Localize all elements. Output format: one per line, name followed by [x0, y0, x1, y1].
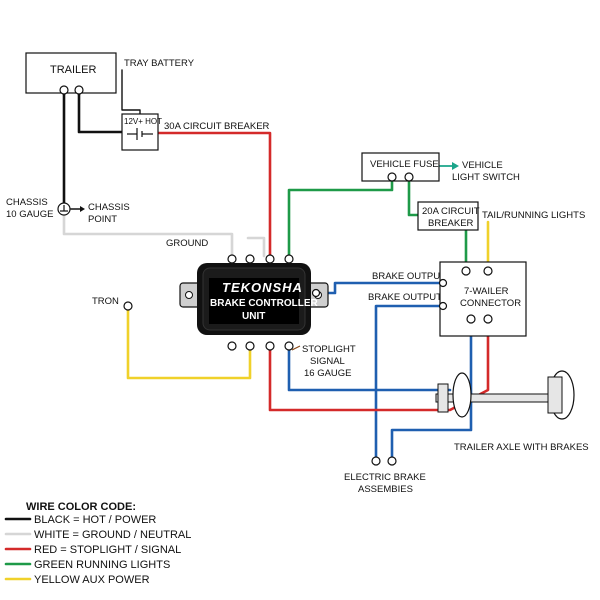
controller-terminal-bottom-1 — [227, 341, 237, 351]
battery-box — [121, 113, 159, 151]
chassis-arrow-head — [80, 206, 85, 212]
blue-wire-connector-axle — [390, 320, 473, 458]
legend-item-1: WHITE = GROUND / NEUTRAL — [34, 529, 191, 541]
circuit-breaker-20a-box — [417, 201, 479, 231]
connector-terminal-4 — [438, 301, 448, 311]
controller-terminal-top-3 — [265, 254, 275, 264]
red-wire-axle — [268, 320, 490, 412]
brake-assembly-terminal-1 — [371, 456, 381, 466]
legend-title: WIRE COLOR CODE: — [26, 501, 136, 513]
controller-terminal-top-1 — [227, 254, 237, 264]
stoplight-label-2: SIGNAL — [310, 356, 345, 367]
white-wire-ground-2 — [246, 236, 266, 258]
chassis-label-2: 10 GAUGE — [6, 209, 54, 220]
controller-terminal-bottom-4 — [284, 341, 294, 351]
tron-terminal — [123, 301, 133, 311]
tail-running-lights-label: TAIL/RUNNING LIGHTS — [482, 210, 585, 221]
teal-arrow-head — [452, 162, 459, 170]
axle-hub-right — [547, 376, 563, 414]
ground-label: GROUND — [166, 238, 208, 249]
brake-assembly-terminal-2 — [387, 456, 397, 466]
brand-logo: TEKONSHA — [222, 280, 303, 295]
tron-label: TRON — [92, 296, 119, 307]
controller-terminal-top-4 — [284, 254, 294, 264]
controller-terminal-top-2 — [245, 254, 255, 264]
black-wire-battery — [77, 90, 129, 134]
fuse-terminal-2 — [404, 172, 414, 182]
circuit-breaker-20a-label-1: 20A CIRCUIT — [422, 206, 480, 217]
chassis-label-1: CHASSIS — [6, 197, 48, 208]
vehicle-light-switch-label-2: LIGHT SWITCH — [452, 172, 520, 183]
controller-terminal-side — [311, 288, 321, 298]
white-wire-ground — [62, 212, 234, 258]
electric-brake-label-1: ELECTRIC BRAKE — [344, 472, 426, 483]
trailer-label: TRAILER — [50, 64, 97, 76]
stoplight-label-1: STOPLIGHT — [302, 344, 356, 355]
stoplight-pointer — [291, 345, 301, 351]
axle-hub-left — [437, 383, 449, 413]
stoplight-label-3: 16 GAUGE — [304, 368, 352, 379]
legend-list: BLACK = HOT / POWER WHITE = GROUND / NEU… — [4, 514, 191, 586]
legend-item-0: BLACK = HOT / POWER — [34, 514, 156, 526]
black-wire-battery-lead — [121, 69, 141, 119]
brake-output-top-label: BRAKE OUTPUT — [372, 271, 446, 282]
red-wire-breaker — [156, 131, 272, 258]
connector-terminal-5 — [466, 314, 476, 324]
connector-label-2: CONNECTOR — [460, 298, 521, 309]
connector-terminal-6 — [483, 314, 493, 324]
brake-output-mid-label: BRAKE OUTPUT — [368, 292, 442, 303]
trailer-box — [25, 52, 117, 94]
trailer-axle-label: TRAILER AXLE WITH BRAKES — [454, 442, 589, 453]
legend-item-3: GREEN RUNNING LIGHTS — [34, 559, 170, 571]
vehicle-fuse-box — [361, 152, 440, 182]
controller-unit-label-1: BRAKE CONTROLLER — [210, 298, 319, 309]
connector-terminal-1 — [461, 266, 471, 276]
blue-wire-brake-output-mid — [374, 304, 445, 458]
yellow-wire-tron — [126, 308, 252, 380]
green-wire-connector — [407, 176, 420, 217]
connector-box — [439, 261, 527, 337]
trailer-terminal-2 — [74, 85, 84, 95]
battery-terminal-label: 12V+ HOT — [124, 117, 162, 126]
controller-screen — [209, 278, 299, 324]
fuse-terminal-1 — [387, 172, 397, 182]
controller-screw-left — [185, 291, 193, 299]
connector-label-1: 7-WAILER — [464, 286, 509, 297]
chassis-point-label-1: CHASSIS — [88, 202, 130, 213]
electric-brake-label-2: ASSEMBIES — [358, 484, 413, 495]
circuit-breaker-20a-label-2: BREAKER — [428, 218, 474, 229]
connector-terminal-2 — [483, 266, 493, 276]
vehicle-fuse-label: VEHICLE FUSE — [370, 159, 439, 170]
vehicle-light-switch-label-1: VEHICLE — [462, 160, 503, 171]
legend-item-4: YELLOW AUX POWER — [34, 574, 150, 586]
blue-wire-stoplight — [287, 346, 452, 392]
green-wire-fuse — [287, 176, 394, 258]
axle-brake-drum-left — [452, 372, 472, 418]
circuit-breaker-30a-label: 30A CIRCUIT BREAKER — [164, 121, 270, 132]
connector-terminal-3 — [438, 278, 448, 288]
tray-battery-label: TRAY BATTERY — [124, 58, 195, 69]
controller-unit-label-2: UNIT — [242, 311, 265, 322]
chassis-point-label-2: POINT — [88, 214, 117, 225]
trailer-terminal-1 — [59, 85, 69, 95]
controller-terminal-bottom-2 — [245, 341, 255, 351]
controller-terminal-bottom-3 — [265, 341, 275, 351]
legend-item-2: RED = STOPLIGHT / SIGNAL — [34, 544, 181, 556]
